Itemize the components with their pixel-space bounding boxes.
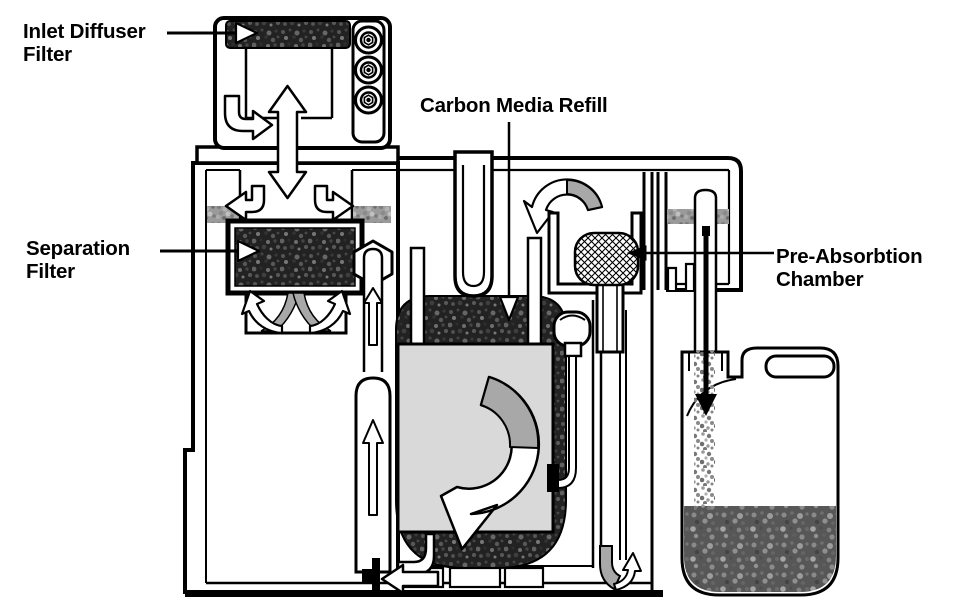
wall-notches [666, 262, 696, 290]
pour-stream [694, 350, 715, 510]
tank-top-edge [398, 156, 743, 292]
flow-bend-left-arrow [224, 184, 266, 222]
base-bar [185, 590, 663, 597]
flow-curve-up-arrow [308, 289, 352, 335]
drain-section [599, 188, 718, 591]
adjustment-knob [354, 85, 383, 115]
waste-liquid [684, 506, 836, 592]
jug-handle [764, 354, 836, 379]
flow-bend-right-arrow [313, 184, 355, 222]
label-line: Filter [26, 260, 75, 283]
coil-channel [547, 211, 643, 295]
u-turn-arrow [613, 552, 642, 591]
adjustment-knob [354, 55, 383, 85]
flow-up-arrow [362, 419, 384, 516]
drain-pipe [703, 230, 709, 396]
label-leaders [160, 21, 774, 322]
cage-bar [526, 236, 543, 348]
label-inlet-diffuser-filter: Inlet Diffuser Filter [23, 20, 146, 66]
label-line: Chamber [776, 268, 864, 291]
coil-pillar [595, 282, 625, 354]
inlet-tower [213, 16, 392, 200]
collection-jug [680, 226, 840, 597]
label-carbon-media-refill: Carbon Media Refill [420, 94, 608, 117]
flow-curve-up-arrow [240, 289, 284, 335]
label-line: Inlet Diffuser [23, 20, 146, 43]
inner-tube [362, 247, 384, 285]
adjustment-knob [354, 25, 383, 55]
float-stem [563, 341, 583, 358]
rotation-arrow-gray [480, 376, 540, 449]
float [552, 310, 592, 348]
tray-foot [503, 566, 545, 589]
flow-up-arrow [363, 287, 383, 346]
fill-port-tube [453, 150, 494, 298]
flow-bend-right-arrow [223, 94, 274, 141]
leader-separation [160, 239, 261, 263]
leader-pre-absorbtion [626, 245, 774, 261]
label-line: Pre-Absorbtion [776, 245, 923, 268]
spigot [362, 569, 372, 583]
flow-up-down-arrow [267, 84, 308, 200]
separation-filter-media [234, 227, 356, 287]
cage-bar [409, 246, 426, 348]
label-pre-absorbtion-chamber: Pre-Absorbtion Chamber [776, 245, 923, 291]
label-line: Filter [23, 43, 72, 66]
label-separation-filter: Separation Filter [26, 237, 130, 283]
tray-foot [448, 566, 502, 589]
u-turn-arrow-gray [599, 545, 622, 591]
label-line: Separation [26, 237, 130, 260]
spigot [372, 558, 380, 596]
label-line: Carbon Media Refill [420, 94, 608, 117]
rotate-curve-arrow-gray [566, 178, 604, 212]
tube-fitting [547, 464, 559, 492]
pre-absorbtion-coil [573, 231, 640, 287]
riser-pipe-assembly [352, 239, 394, 574]
drain-flow-arrow [695, 394, 717, 416]
leader-inlet-diffuser [167, 21, 259, 45]
pre-absorbtion-assembly [522, 178, 643, 354]
main-tank [362, 150, 592, 596]
right-section-walls [642, 172, 668, 590]
leader-carbon-media [498, 122, 520, 322]
flow-left-arrow [380, 563, 440, 595]
